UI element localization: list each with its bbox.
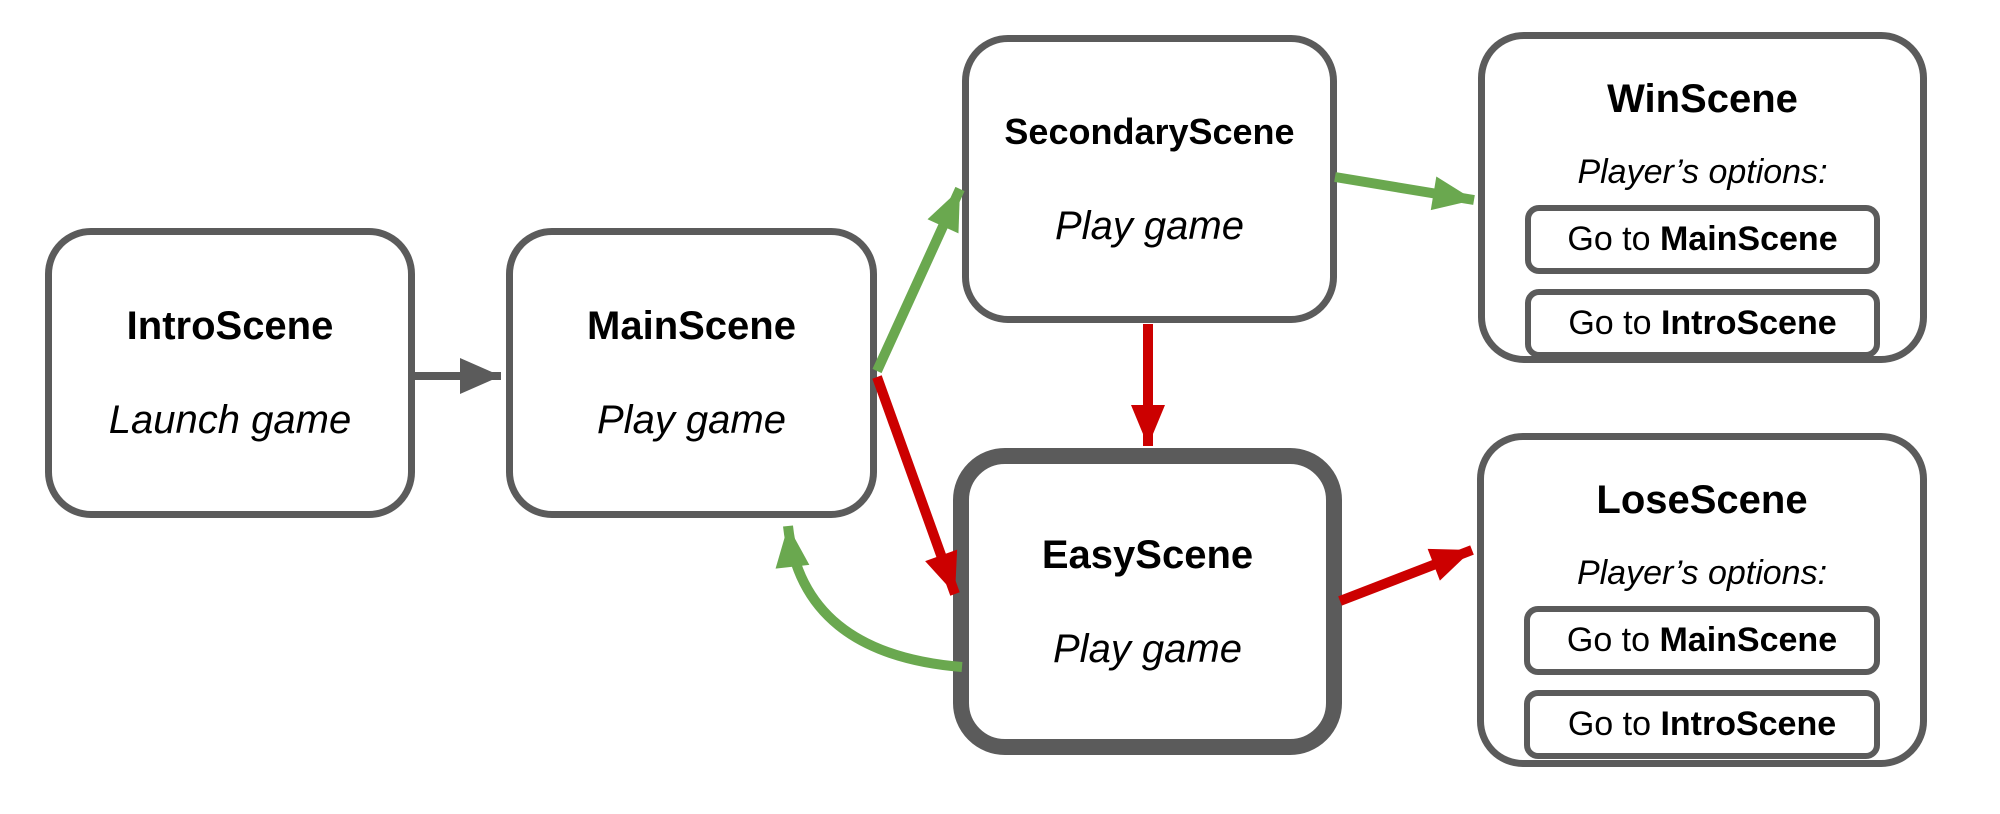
scene-card-losescene: LoseScene Player’s options: Go to MainSc… <box>1477 433 1927 767</box>
scene-title-mainscene: MainScene <box>587 304 796 348</box>
scene-card-secondaryscene: SecondaryScene Play game <box>962 35 1337 323</box>
arrow-easy-to-main <box>775 525 963 672</box>
scene-card-easyscene: EasyScene Play game <box>953 448 1342 755</box>
scene-title-winscene: WinScene <box>1607 77 1798 121</box>
scene-card-mainscene: MainScene Play game <box>506 228 877 518</box>
button-label-prefix: Go to <box>1567 705 1661 743</box>
button-label-target: IntroScene <box>1660 705 1837 743</box>
button-label-prefix: Go to <box>1567 220 1660 258</box>
scene-subtitle-secondaryscene: Play game <box>1055 204 1244 248</box>
win-option-button-go-to-mainscene: Go to MainScene <box>1525 205 1880 274</box>
arrow-main-to-easy <box>872 375 960 596</box>
button-label-prefix: Go to <box>1568 304 1661 342</box>
button-label-prefix: Go to <box>1566 621 1660 659</box>
scene-card-winscene: WinScene Player’s options: Go to MainSce… <box>1478 32 1927 363</box>
scene-title-easyscene: EasyScene <box>1041 532 1254 577</box>
button-label-target: MainScene <box>1659 220 1838 258</box>
scene-subtitle-easyscene: Play game <box>1053 626 1242 671</box>
scene-subtitle-mainscene: Play game <box>597 398 786 442</box>
button-label-target: IntroScene <box>1660 304 1837 342</box>
scene-title-losescene: LoseScene <box>1596 478 1808 522</box>
scene-title-secondaryscene: SecondaryScene <box>1004 111 1295 152</box>
player-options-label-lose: Player’s options: <box>1576 554 1828 592</box>
scene-subtitle-introscene: Launch game <box>108 398 352 442</box>
button-label-target: MainScene <box>1659 621 1838 659</box>
lose-option-button-go-to-introscene: Go to IntroScene <box>1524 690 1880 759</box>
lose-option-button-go-to-mainscene: Go to MainScene <box>1524 606 1880 675</box>
scene-card-introscene: IntroScene Launch game <box>45 228 415 518</box>
win-option-button-go-to-introscene: Go to IntroScene <box>1525 289 1880 358</box>
arrow-main-to-secondary <box>872 186 965 374</box>
player-options-label-win: Player’s options: <box>1577 153 1828 191</box>
arrow-secondary-to-win <box>1334 172 1475 211</box>
scene-title-introscene: IntroScene <box>126 304 334 348</box>
arrow-easy-to-lose <box>1338 545 1474 606</box>
